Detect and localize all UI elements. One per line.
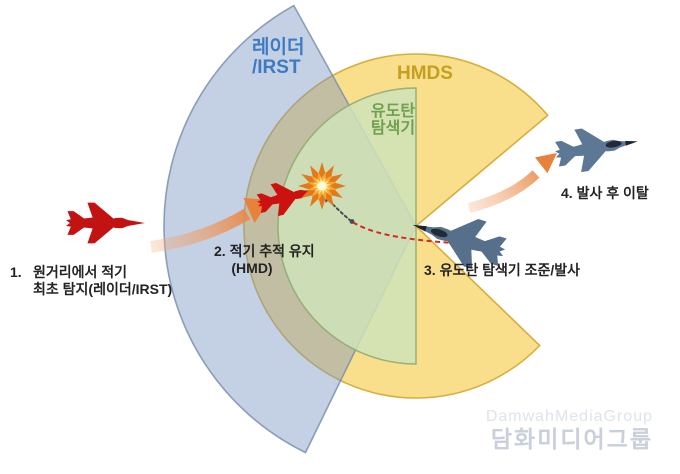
egress-arrow-shaft	[467, 170, 540, 213]
step-3-caption: 3. 유도탄 탐색기 조준/발사	[424, 262, 580, 278]
explosion-icon	[298, 162, 346, 210]
friendly-jet-nose-cone	[625, 140, 638, 146]
seeker-sector-label-line2: 탐색기	[371, 118, 415, 137]
seeker-sector	[277, 87, 417, 365]
friendly-jet-launch	[405, 201, 512, 277]
egress-arrow	[467, 153, 557, 213]
missile-trajectory-dark	[329, 200, 352, 222]
radar-sector-label-line1: 레이더	[252, 36, 304, 58]
watermark-line1: DamwahMediaGroup	[486, 408, 653, 425]
step-1-number: 1.	[10, 264, 22, 280]
friendly-jet-canopy	[430, 228, 448, 238]
watermark-line2: 담화미디어그룹	[491, 426, 653, 452]
step-1-line1: 원거리에서 적기	[33, 264, 127, 280]
step-4-caption: 4. 발사 후 이탈	[561, 185, 649, 201]
missile-trajectory-red-dashed	[350, 220, 475, 245]
egress-arrow-head	[535, 153, 557, 174]
step-2-line1: 2. 적기 추적 유지	[214, 243, 315, 259]
hmds-sector-label: HMDS	[397, 63, 453, 84]
seeker-sector-label-line1: 유도탄	[371, 102, 415, 120]
enemy-jet	[66, 202, 145, 244]
watermark: DamwahMediaGroup 담화미디어그룹	[486, 408, 653, 452]
radar-sector-label-line2: /IRST	[252, 57, 301, 78]
trajectory-joint-dot	[349, 219, 355, 224]
friendly-jet-nose-cone	[412, 224, 427, 232]
tracking-arrow-shaft	[150, 208, 251, 253]
step-1-line2: 최초 탐지(레이더/IRST)	[33, 281, 172, 297]
step-2-line2: (HMD)	[231, 260, 272, 276]
friendly-jet-canopy	[605, 140, 622, 148]
step-1-caption: 1. 원거리에서 적기 최초 탐지(레이더/IRST)	[10, 264, 172, 297]
friendly-jet-egress	[552, 120, 641, 176]
step-2-caption: 2. 적기 추적 유지 (HMD)	[214, 243, 315, 276]
